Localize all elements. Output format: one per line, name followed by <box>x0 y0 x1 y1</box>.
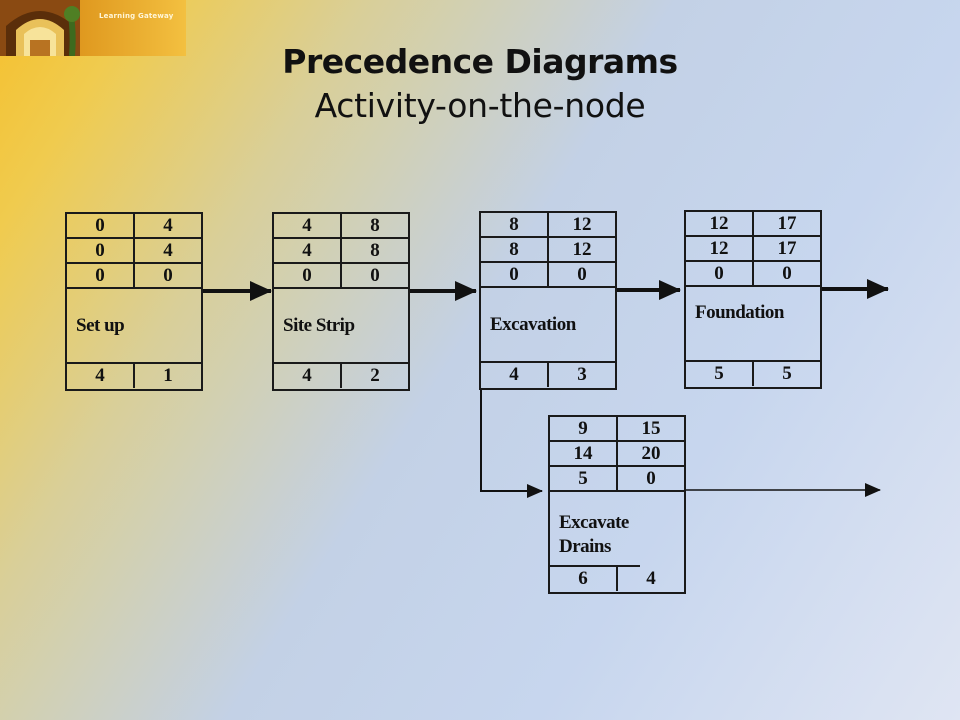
arrow-excavation-to-drains <box>480 390 543 498</box>
activity-name: Set up <box>67 289 201 364</box>
duration: 6 <box>578 568 588 589</box>
total-float: 0 <box>714 262 724 284</box>
activity-number: 4 <box>616 567 684 591</box>
free-float: 0 <box>133 264 201 287</box>
duration: 4 <box>95 365 105 386</box>
slide-title: Precedence Diagrams <box>282 42 678 81</box>
node-site-strip: 4 8 4 8 0 0 Site Strip 4 2 <box>272 212 410 391</box>
activity-number: 2 <box>340 364 408 388</box>
late-start: 8 <box>509 238 519 260</box>
free-float: 0 <box>340 264 408 287</box>
early-finish: 4 <box>133 214 201 237</box>
free-float: 0 <box>752 262 820 285</box>
early-start: 0 <box>95 214 105 236</box>
total-float: 0 <box>95 264 105 286</box>
early-finish: 15 <box>616 417 684 440</box>
early-start: 8 <box>509 213 519 235</box>
late-finish: 20 <box>616 442 684 465</box>
activity-name: Site Strip <box>274 289 408 364</box>
duration: 4 <box>509 364 519 385</box>
slide-subtitle: Activity-on-the-node <box>314 86 646 125</box>
late-finish: 17 <box>752 237 820 260</box>
activity-name: Excavation <box>481 288 615 363</box>
total-float: 0 <box>302 264 312 286</box>
activity-number: 5 <box>752 362 820 386</box>
free-float: 0 <box>547 263 615 286</box>
late-start: 4 <box>302 239 312 261</box>
early-start: 4 <box>302 214 312 236</box>
archway-icon <box>0 0 80 56</box>
activity-number: 1 <box>133 364 201 388</box>
late-start: 12 <box>709 237 729 259</box>
logo-text: Learning Gateway <box>99 12 174 20</box>
free-float: 0 <box>616 467 684 490</box>
early-start: 12 <box>709 212 729 234</box>
node-excavation: 8 12 8 12 0 0 Excavation 4 3 <box>479 211 617 390</box>
duration: 5 <box>714 363 724 384</box>
late-finish: 8 <box>340 239 408 262</box>
late-finish: 12 <box>547 238 615 261</box>
activity-number: 3 <box>547 363 615 387</box>
late-start: 0 <box>95 239 105 261</box>
node-excavate-drains: 9 15 14 20 5 0 Excavate Drains 6 4 <box>548 415 686 594</box>
late-finish: 4 <box>133 239 201 262</box>
early-finish: 17 <box>752 212 820 235</box>
activity-name: Excavate Drains <box>550 492 640 567</box>
late-start: 14 <box>573 442 593 464</box>
activity-name: Foundation <box>686 287 820 362</box>
early-start: 9 <box>578 417 588 439</box>
total-float: 5 <box>578 467 588 489</box>
learning-gateway-logo: Learning Gateway <box>0 0 186 56</box>
total-float: 0 <box>509 263 519 285</box>
duration: 4 <box>302 365 312 386</box>
early-finish: 8 <box>340 214 408 237</box>
early-finish: 12 <box>547 213 615 236</box>
node-foundation: 12 17 12 17 0 0 Foundation 5 5 <box>684 210 822 389</box>
